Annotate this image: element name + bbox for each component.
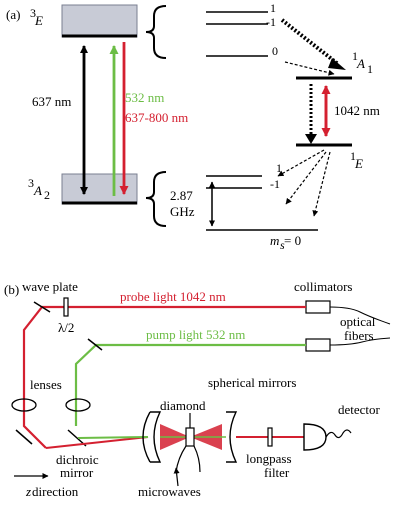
state-3a2-sub: 2 (44, 188, 50, 202)
fluorescence-label: 637-800 nm (125, 110, 188, 125)
pump-beam-in (77, 436, 149, 439)
pump-collimator (305, 338, 331, 352)
wave-plate-label: wave plate (22, 279, 78, 294)
longpass-label: longpass (246, 451, 292, 466)
splitting-unit: GHz (170, 204, 195, 219)
detector-label: detector (338, 402, 381, 417)
pump-light-label: pump light 532 nm (146, 327, 245, 342)
isc-arrow-strong-head (328, 58, 346, 70)
pump-lens (65, 398, 91, 412)
probe-beam-path (22, 305, 300, 449)
combined-beam-in (45, 436, 149, 449)
isc-arrow-weak (284, 61, 335, 76)
microwave-wire-right (193, 445, 201, 473)
panel-b-label: (b) (4, 282, 19, 297)
state-3e-sup: 3 (30, 6, 36, 20)
probe-steering-mirror-1 (33, 301, 51, 313)
probe-light-label: probe light 1042 nm (120, 289, 226, 304)
spherical-mirror-left-inner (142, 411, 151, 463)
decay-arrow-2 (285, 151, 327, 205)
nonradiative-arrow-head (305, 134, 317, 144)
probe-steering-mirror-2 (15, 429, 33, 445)
diamond-sample (185, 427, 195, 447)
upper-brace (145, 5, 167, 59)
microwaves-label: microwaves (138, 484, 201, 499)
pump-steering-mirror (87, 338, 103, 351)
pump-optical-fiber (329, 337, 391, 346)
lenses-label: lenses (30, 377, 62, 392)
state-1a1-sub: 1 (367, 62, 373, 76)
z-direction-label: direction (32, 484, 79, 499)
zpl-label: 637 nm (32, 94, 71, 109)
lower-sublevel-1-label: 1 (276, 161, 282, 175)
decay-arrow-1 (277, 149, 325, 177)
ms-label: m (270, 233, 279, 248)
detector (303, 423, 327, 451)
ms-eq: = 0 (284, 233, 301, 248)
panel-a-label: (a) (6, 7, 20, 22)
state-3e-label: E (34, 13, 43, 28)
lower-brace (145, 171, 167, 227)
microwave-wire-left (175, 445, 187, 473)
decay-arrow-3 (312, 151, 331, 217)
lambda-half-label: λ/2 (58, 320, 74, 335)
collimators-label: collimators (294, 279, 353, 294)
spherical-mirror-left (150, 411, 162, 463)
isc-arrow-strong (280, 18, 340, 66)
probe-collimator (305, 300, 331, 314)
diamond-label: diamond (160, 398, 206, 413)
fibers-label: fibers (344, 328, 374, 343)
probe-optical-fiber (329, 306, 391, 325)
pump-beam-path (74, 343, 300, 426)
splitting-value: 2.87 (170, 188, 193, 203)
upper-sublevel-1-label: 1 (270, 1, 276, 15)
ir-label: 1042 nm (334, 103, 380, 118)
spherical-mirror-right (226, 411, 238, 463)
state-3a2-sup: 3 (28, 176, 34, 190)
ground-state-3a2-box (61, 173, 138, 205)
probe-lens (11, 398, 37, 412)
state-3a2-label: A (33, 183, 42, 198)
dichroic-label: dichroic (56, 452, 99, 467)
ms-sub: s (280, 238, 285, 252)
panel-b: (b) wave plate λ/2 probe light 1042 nm p… (4, 279, 391, 499)
mirror-label: mirror (60, 465, 94, 480)
upper-sublevel-0-label: 0 (272, 44, 278, 58)
state-1e-sup: 1 (350, 149, 356, 163)
optical-label: optical (340, 314, 376, 329)
pump-label: 532 nm (125, 90, 164, 105)
longpass-filter (267, 427, 273, 447)
upper-sublevel-minus1-label: -1 (266, 15, 276, 29)
state-1a1-sup: 1 (352, 49, 358, 63)
excited-state-3e-box (61, 4, 138, 38)
detector-cable (325, 429, 352, 439)
z-letter: z (25, 484, 31, 499)
microwave-arrow (173, 467, 180, 487)
state-1e-label: E (354, 156, 363, 171)
wave-plate (63, 297, 69, 317)
state-1a1-label: A (356, 56, 365, 71)
filter-label: filter (264, 465, 290, 480)
spherical-mirrors-label: spherical mirrors (208, 375, 296, 390)
lower-sublevel-minus1-label: -1 (270, 177, 280, 191)
panel-a: (a) 3 E 3 A 2 637 nm 532 nm 637-800 nm 1… (6, 1, 380, 252)
